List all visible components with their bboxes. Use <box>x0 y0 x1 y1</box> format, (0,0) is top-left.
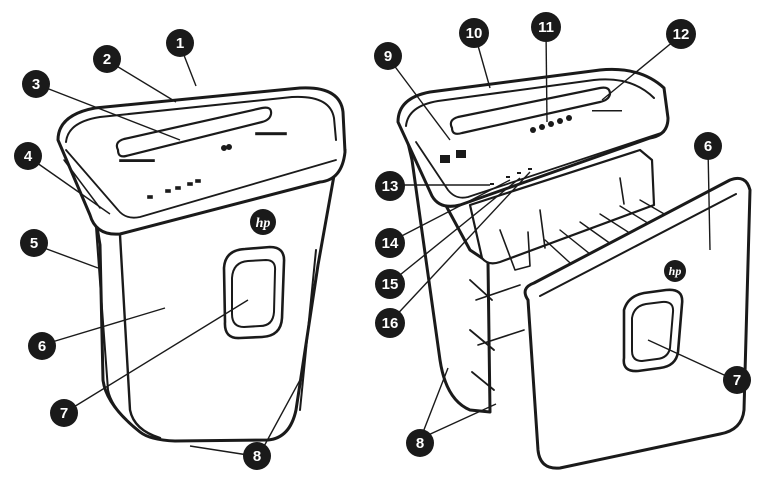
shredder-open: hp <box>396 67 752 470</box>
svg-text:7: 7 <box>733 372 741 389</box>
svg-text:13: 13 <box>382 178 399 195</box>
callout-13: 13 <box>375 171 405 201</box>
shredder-closed: hp <box>56 86 347 443</box>
svg-text:6: 6 <box>38 338 46 355</box>
svg-text:16: 16 <box>382 315 399 332</box>
svg-text:5: 5 <box>30 235 38 252</box>
callout-15: 15 <box>375 269 405 299</box>
svg-text:6: 6 <box>704 138 712 155</box>
svg-text:hp: hp <box>669 264 682 278</box>
callout-3: 3 <box>22 70 50 98</box>
svg-text:3: 3 <box>32 76 40 93</box>
callout-14: 14 <box>375 228 405 258</box>
callout-6-left: 6 <box>28 332 56 360</box>
svg-text:12: 12 <box>673 26 690 43</box>
svg-text:1: 1 <box>176 35 184 52</box>
svg-text:8: 8 <box>416 435 424 452</box>
svg-text:11: 11 <box>538 19 554 36</box>
callout-10: 10 <box>459 18 489 48</box>
callout-8-left: 8 <box>243 442 271 470</box>
callout-1: 1 <box>166 29 194 57</box>
svg-text:10: 10 <box>466 25 483 42</box>
svg-text:8: 8 <box>253 448 261 465</box>
callout-2: 2 <box>93 45 121 73</box>
callout-9: 9 <box>374 42 402 70</box>
callout-6-right: 6 <box>694 132 722 160</box>
svg-text:9: 9 <box>384 48 392 65</box>
svg-text:4: 4 <box>24 148 33 165</box>
hp-logo-bin: hp <box>664 260 686 282</box>
svg-text:2: 2 <box>103 51 111 68</box>
svg-text:hp: hp <box>256 216 271 231</box>
svg-text:15: 15 <box>382 276 399 293</box>
svg-text:7: 7 <box>60 405 68 422</box>
callout-12: 12 <box>666 19 696 49</box>
callout-7-left: 7 <box>50 399 78 427</box>
callout-7-right: 7 <box>723 366 751 394</box>
callout-4: 4 <box>14 142 42 170</box>
callout-16: 16 <box>375 308 405 338</box>
callout-5: 5 <box>20 229 48 257</box>
svg-text:14: 14 <box>382 235 399 252</box>
callout-11: 11 <box>531 12 561 42</box>
hp-logo: hp <box>250 209 276 235</box>
callout-8-right: 8 <box>406 429 434 457</box>
